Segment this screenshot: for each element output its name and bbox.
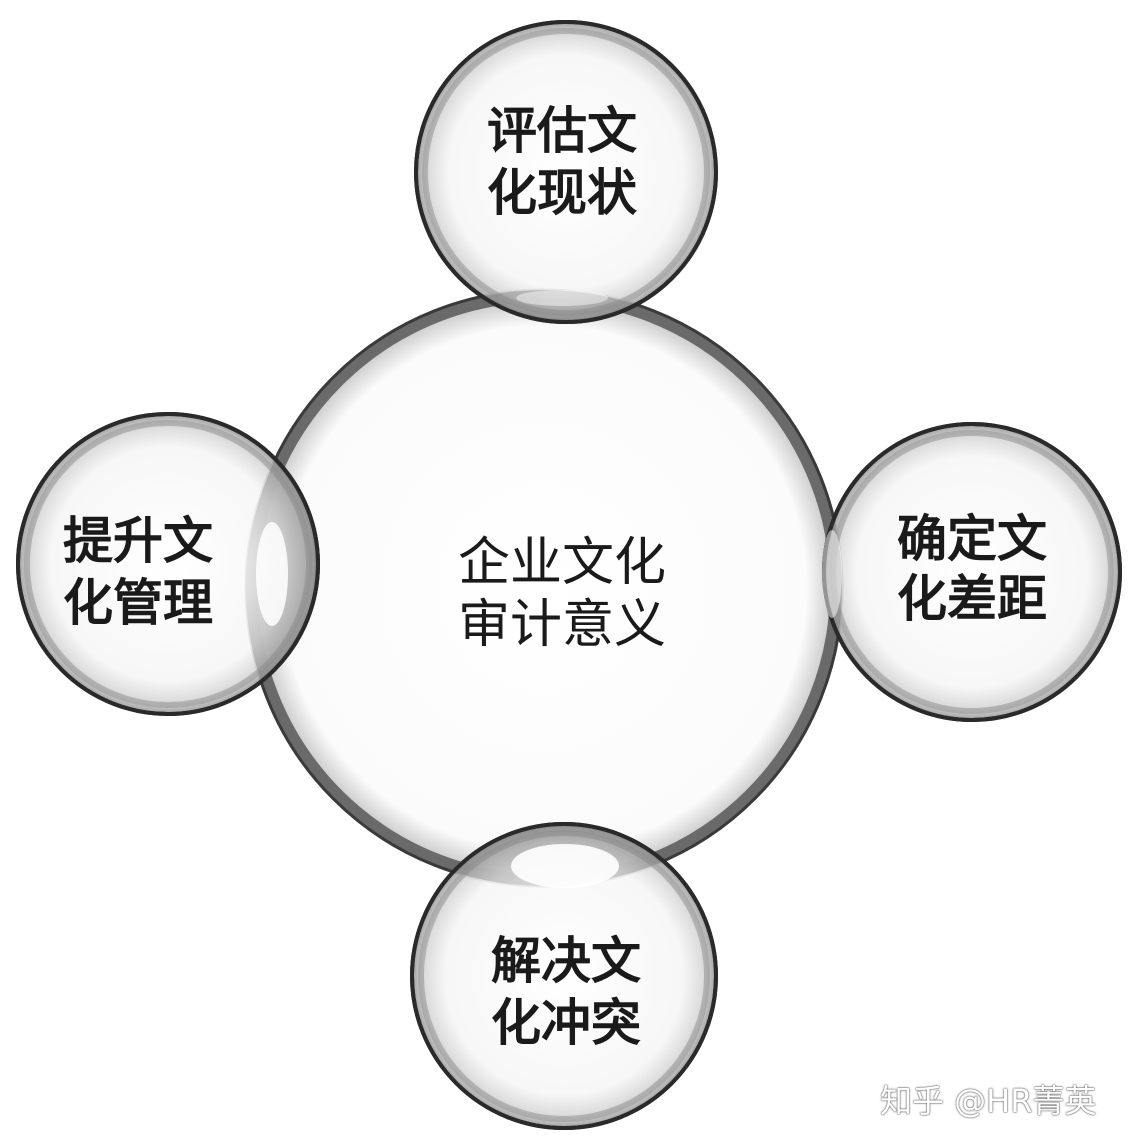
node-bottom-label-line1: 解决文	[491, 931, 641, 990]
node-top-label-line2: 化现状	[487, 163, 638, 222]
node-left-label-line2: 化管理	[63, 573, 213, 632]
node-bottom-label-line2: 化冲突	[491, 993, 641, 1052]
node-left-label-line1: 提升文	[63, 511, 213, 570]
watermark-text: 知乎 @HR菁英	[880, 1082, 1097, 1120]
center-label-line1: 企业文化	[458, 533, 666, 593]
center-label-line2: 审计意义	[458, 595, 666, 655]
lens-highlights	[256, 290, 842, 888]
node-top-label-line1: 评估文	[487, 101, 637, 160]
node-right-label-line1: 确定文	[897, 509, 1047, 568]
node-right-label-line2: 化差距	[897, 569, 1047, 628]
